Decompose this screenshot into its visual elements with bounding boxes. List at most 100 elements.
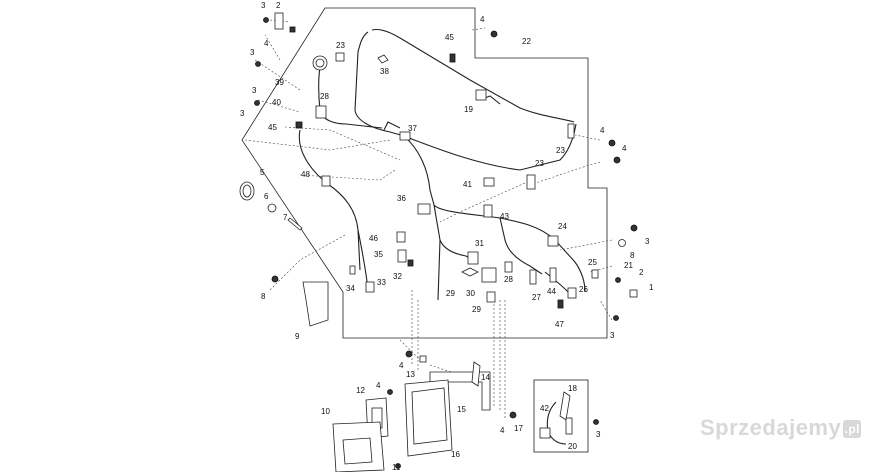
label-part-5: 5 bbox=[260, 168, 265, 177]
label-part-4: 4 bbox=[480, 15, 485, 24]
label-part-2: 2 bbox=[276, 1, 281, 10]
bolt-3-bottom-right bbox=[613, 315, 619, 321]
label-part-26: 26 bbox=[579, 285, 588, 294]
label-part-43: 43 bbox=[500, 212, 509, 221]
connector-31 bbox=[467, 251, 479, 265]
connector-20 bbox=[565, 417, 573, 435]
inset-parts bbox=[509, 391, 599, 445]
clip-45-top bbox=[449, 53, 456, 63]
main-wiring-harness bbox=[298, 28, 586, 301]
label-part-15: 15 bbox=[457, 405, 466, 414]
label-part-28: 28 bbox=[320, 92, 329, 101]
clip-38 bbox=[377, 54, 389, 64]
connector-29-left bbox=[461, 267, 479, 277]
clip-23-top bbox=[335, 52, 345, 62]
label-part-34: 34 bbox=[346, 284, 355, 293]
nut-4-inset bbox=[509, 411, 517, 419]
label-part-4: 4 bbox=[264, 39, 269, 48]
watermark-text: Sprzedajemy bbox=[700, 415, 842, 440]
connector-25 bbox=[591, 269, 599, 279]
label-part-46: 46 bbox=[369, 234, 378, 243]
connector-17 bbox=[539, 427, 551, 439]
mounting-plate-10-window bbox=[342, 437, 373, 465]
label-part-44: 44 bbox=[547, 287, 556, 296]
label-part-29: 29 bbox=[472, 305, 481, 314]
label-part-32: 32 bbox=[393, 272, 402, 281]
label-part-42: 42 bbox=[540, 404, 549, 413]
bolt-14 bbox=[471, 361, 481, 387]
label-part-18: 18 bbox=[568, 384, 577, 393]
bolt-8-left bbox=[271, 275, 279, 283]
washer-8-right bbox=[618, 239, 626, 247]
label-part-16: 16 bbox=[451, 450, 460, 459]
connector-28-mid bbox=[504, 261, 513, 273]
clip-45-left bbox=[295, 121, 303, 129]
nut-4-bottom bbox=[405, 350, 413, 358]
connector-41 bbox=[483, 177, 495, 187]
label-part-3: 3 bbox=[261, 1, 266, 10]
bolt-3-right bbox=[630, 224, 638, 232]
label-part-3: 3 bbox=[610, 331, 615, 340]
label-part-48: 48 bbox=[301, 170, 310, 179]
connector-39-inner bbox=[315, 58, 325, 68]
connector-26 bbox=[567, 287, 577, 299]
label-part-31: 31 bbox=[475, 239, 484, 248]
label-part-17: 17 bbox=[514, 424, 523, 433]
bolt-3-left bbox=[255, 61, 261, 67]
label-part-9: 9 bbox=[295, 332, 300, 341]
label-part-39: 39 bbox=[275, 78, 284, 87]
bolt-3-mid bbox=[254, 100, 260, 106]
nut-4-right-lower bbox=[613, 156, 621, 164]
label-part-8: 8 bbox=[261, 292, 266, 301]
label-part-20: 20 bbox=[568, 442, 577, 451]
label-part-41: 41 bbox=[463, 180, 472, 189]
callout-labels: 3 2 4 4 45 22 3 23 38 39 3 28 40 19 3 45… bbox=[240, 1, 654, 472]
bolt-11 bbox=[395, 463, 401, 469]
clip-32 bbox=[407, 259, 414, 267]
label-part-6: 6 bbox=[264, 192, 269, 201]
clip-43 bbox=[483, 204, 493, 218]
label-part-23: 23 bbox=[336, 41, 345, 50]
connector-30 bbox=[481, 267, 497, 283]
label-part-19: 19 bbox=[464, 105, 473, 114]
label-part-3: 3 bbox=[596, 430, 601, 439]
bolt-21 bbox=[615, 277, 621, 283]
label-part-1: 1 bbox=[649, 283, 654, 292]
controller-assembly bbox=[332, 350, 491, 472]
label-part-36: 36 bbox=[397, 194, 406, 203]
sensor-18 bbox=[559, 391, 571, 421]
label-part-21: 21 bbox=[624, 261, 633, 270]
detail-inset-box bbox=[533, 379, 589, 453]
bolt-3-top bbox=[263, 17, 269, 23]
washer-6 bbox=[267, 203, 277, 213]
label-part-47: 47 bbox=[555, 320, 564, 329]
label-part-40: 40 bbox=[272, 98, 281, 107]
nut-4-right-upper bbox=[608, 139, 616, 147]
connector-23-right bbox=[567, 123, 575, 139]
label-part-24: 24 bbox=[558, 222, 567, 231]
label-part-13: 13 bbox=[406, 370, 415, 379]
bracket-2-right bbox=[629, 289, 638, 298]
grommet-5-inner bbox=[242, 184, 252, 198]
label-part-29: 29 bbox=[446, 289, 455, 298]
label-part-38: 38 bbox=[380, 67, 389, 76]
clip-28-top bbox=[315, 105, 327, 119]
label-part-7: 7 bbox=[283, 213, 288, 222]
connector-27 bbox=[529, 269, 537, 285]
connector-46 bbox=[396, 231, 406, 243]
clip-34 bbox=[349, 265, 356, 275]
connector-33 bbox=[365, 281, 375, 293]
label-part-4: 4 bbox=[600, 126, 605, 135]
label-part-12: 12 bbox=[356, 386, 365, 395]
connector-37 bbox=[399, 131, 411, 141]
label-part-3: 3 bbox=[240, 109, 245, 118]
label-part-35: 35 bbox=[374, 250, 383, 259]
watermark-badge: .pl bbox=[843, 420, 862, 439]
label-part-3: 3 bbox=[252, 86, 257, 95]
label-part-8: 8 bbox=[630, 251, 635, 260]
label-part-4: 4 bbox=[622, 144, 627, 153]
label-part-4: 4 bbox=[399, 361, 404, 370]
label-part-33: 33 bbox=[377, 278, 386, 287]
bracket-part-2-top bbox=[274, 12, 284, 30]
